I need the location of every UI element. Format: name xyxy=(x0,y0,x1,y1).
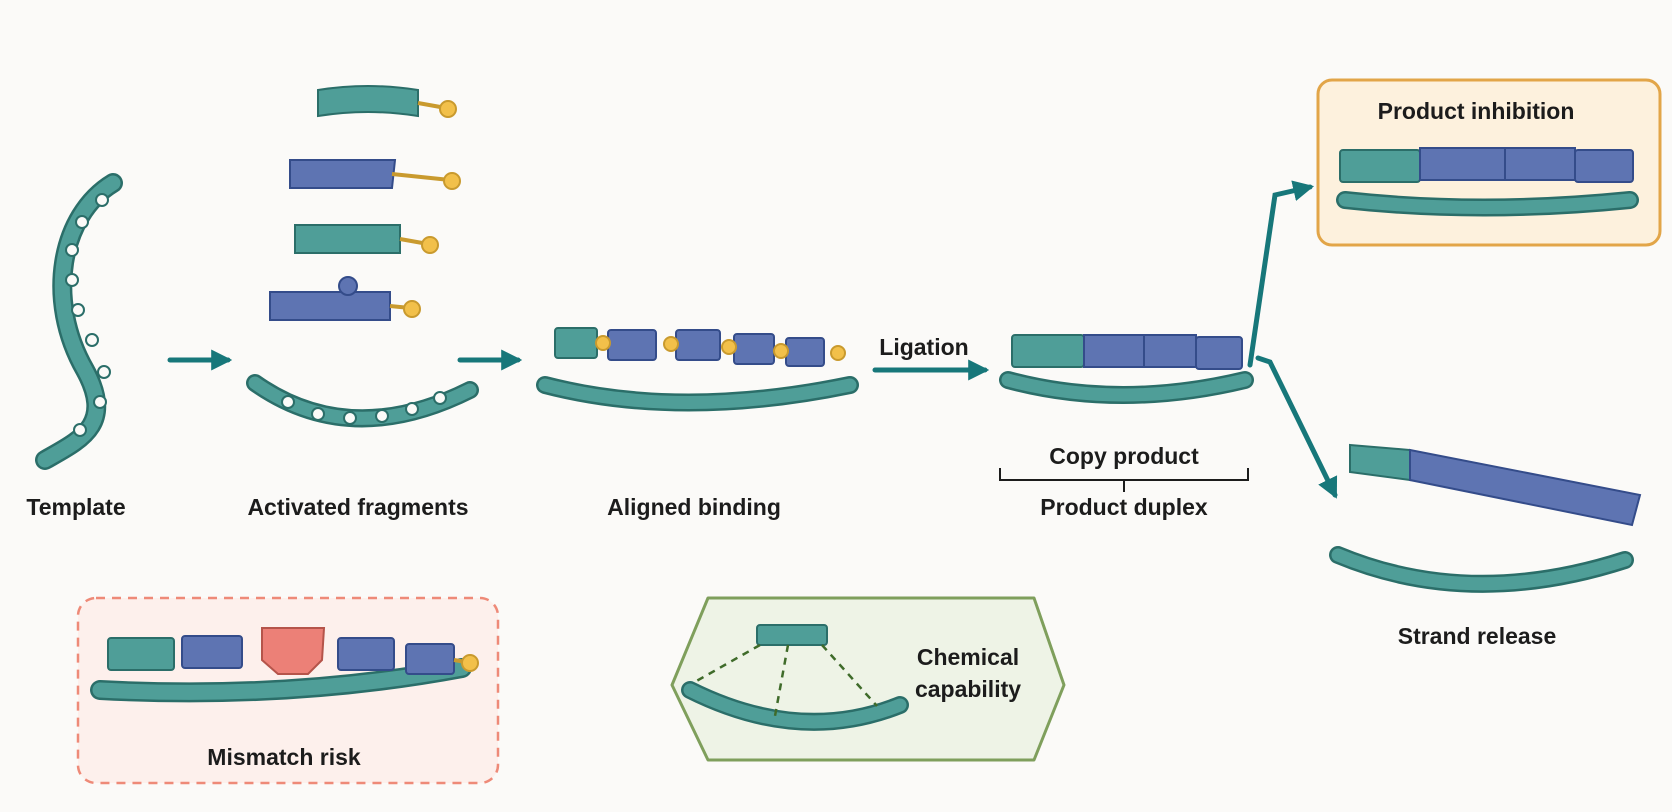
label-product-inhibition: Product inhibition xyxy=(1378,98,1575,124)
process-arrows xyxy=(167,180,1338,499)
capability-illustration xyxy=(681,624,909,731)
mismatched-fragment xyxy=(261,627,326,675)
label-ligation: Ligation xyxy=(879,334,968,360)
aligned-binding-complex xyxy=(536,327,859,412)
mismatch-complex xyxy=(90,627,479,703)
activated-fragment-3 xyxy=(294,224,439,254)
label-strand-release: Strand release xyxy=(1398,623,1557,649)
inhibition-duplex xyxy=(1336,147,1639,217)
copy-product-bracket xyxy=(999,468,1249,492)
template-notches xyxy=(65,193,111,437)
released-template-strand xyxy=(1329,546,1634,593)
released-copy-strand xyxy=(1349,443,1642,527)
arrow-to-inhibition xyxy=(1247,180,1315,368)
label-aligned-binding: Aligned binding xyxy=(607,494,781,520)
label-template: Template xyxy=(26,494,125,520)
label-mismatch-risk: Mismatch risk xyxy=(207,744,361,770)
label-copy-product: Copy product xyxy=(1049,443,1199,469)
label-chemical-capability-line1: Chemical xyxy=(917,644,1019,670)
label-activated-fragments: Activated fragments xyxy=(247,494,468,520)
activated-fragment-1 xyxy=(317,85,457,118)
product-duplex-complex xyxy=(999,334,1254,404)
label-product-duplex: Product duplex xyxy=(1040,494,1208,520)
arrow-to-release xyxy=(1255,355,1338,499)
activated-fragment-2 xyxy=(289,159,461,190)
label-chemical-capability-line2: capability xyxy=(915,676,1021,702)
activated-fragment-4 xyxy=(269,276,421,321)
